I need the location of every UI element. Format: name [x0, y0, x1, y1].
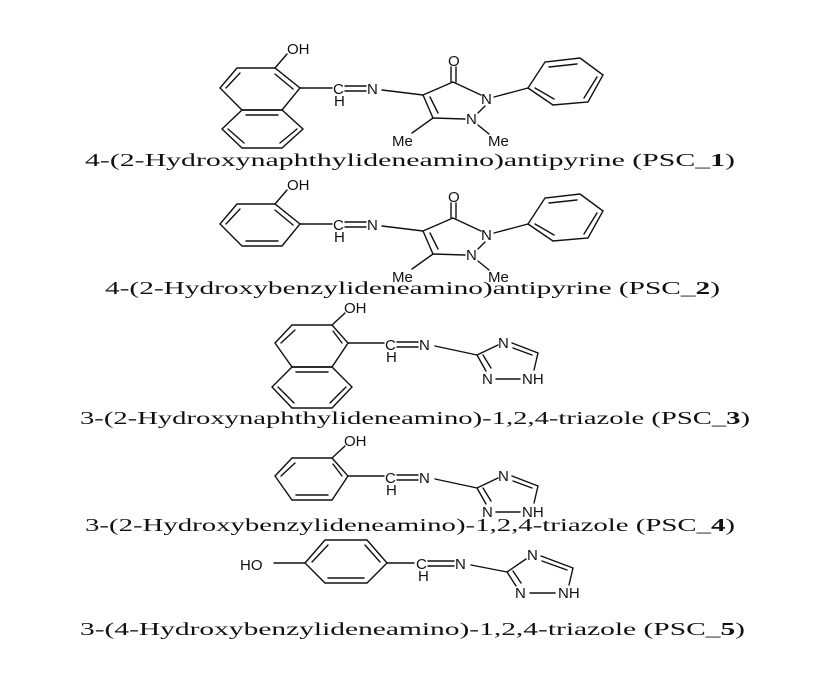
atom-nh: NH — [558, 585, 580, 602]
atom-o: O — [448, 189, 460, 206]
atom-n: N — [367, 217, 378, 234]
structure-psc-3: OH C N H N NH N 3-(2-Hydroxynaphthyliden… — [80, 300, 750, 429]
atom-me: Me — [488, 133, 509, 150]
atom-oh: OH — [344, 300, 367, 317]
linker-and-antipyrine: OH C N H O N N Me Me — [274, 41, 604, 150]
atom-n2: N — [515, 585, 526, 602]
atom-c: C — [333, 81, 344, 98]
atom-h: H — [386, 349, 397, 366]
atom-n4: N — [527, 547, 538, 564]
atom-oh: OH — [344, 433, 367, 450]
compound-label: 3-(4-Hydroxybenzylideneamino)-1,2,4-tria… — [80, 619, 745, 640]
atom-n2: N — [482, 371, 493, 388]
compound-label: 4-(2-Hydroxynaphthylideneamino)antipyrin… — [85, 150, 735, 171]
atom-n2: N — [481, 91, 492, 108]
atom-n2: N — [481, 227, 492, 244]
benzene-ring — [219, 203, 301, 247]
benzene-ring — [274, 457, 349, 501]
atom-n: N — [455, 556, 466, 573]
atom-h: H — [386, 482, 397, 499]
atom-ho: HO — [240, 557, 263, 574]
linker-and-triazole: C N H N NH N — [386, 547, 580, 602]
structure-psc-4: OH C N H N NH N 3-(2-Hydroxybenzylidenea… — [85, 433, 735, 536]
atom-n: N — [419, 470, 430, 487]
structure-psc-1: OH C N H O N N Me Me 4-( — [85, 41, 735, 171]
atom-c: C — [416, 556, 427, 573]
atom-o: O — [448, 53, 460, 70]
atom-n1: N — [466, 111, 477, 128]
structure-psc-5: HO C N H N NH N 3-(4-Hydroxybenzylide — [80, 539, 745, 640]
atom-c: C — [385, 337, 396, 354]
atom-n2: N — [482, 504, 493, 521]
benzene-ring — [304, 539, 388, 584]
atom-oh: OH — [287, 41, 310, 58]
atom-n: N — [419, 337, 430, 354]
compound-label: 4-(2-Hydroxybenzylideneamino)antipyrine … — [105, 278, 720, 299]
naphthalene-ring — [271, 324, 353, 409]
linker-and-triazole: OH C N H N NH N — [331, 433, 544, 521]
linker-and-triazole: OH C N H N NH N — [331, 300, 544, 388]
atom-c: C — [385, 470, 396, 487]
atom-n: N — [367, 81, 378, 98]
atom-me: Me — [488, 269, 509, 286]
atom-n4: N — [498, 335, 509, 352]
atom-me: Me — [392, 269, 413, 286]
atom-c: C — [333, 217, 344, 234]
linker-and-antipyrine: OH C N H O N N Me Me — [274, 177, 604, 286]
atom-nh: NH — [522, 504, 544, 521]
atom-h: H — [418, 568, 429, 585]
compound-label: 3-(2-Hydroxybenzylideneamino)-1,2,4-tria… — [85, 515, 735, 536]
atom-n4: N — [498, 468, 509, 485]
naphthalene-ring — [219, 67, 305, 149]
atom-me: Me — [392, 133, 413, 150]
atom-h: H — [334, 93, 345, 110]
atom-n1: N — [466, 247, 477, 264]
atom-h: H — [334, 229, 345, 246]
structure-psc-2: OH C N H O N N Me Me — [105, 177, 720, 299]
atom-oh: OH — [287, 177, 310, 194]
compound-label: 3-(2-Hydroxynaphthylideneamino)-1,2,4-tr… — [80, 408, 750, 429]
atom-nh: NH — [522, 371, 544, 388]
